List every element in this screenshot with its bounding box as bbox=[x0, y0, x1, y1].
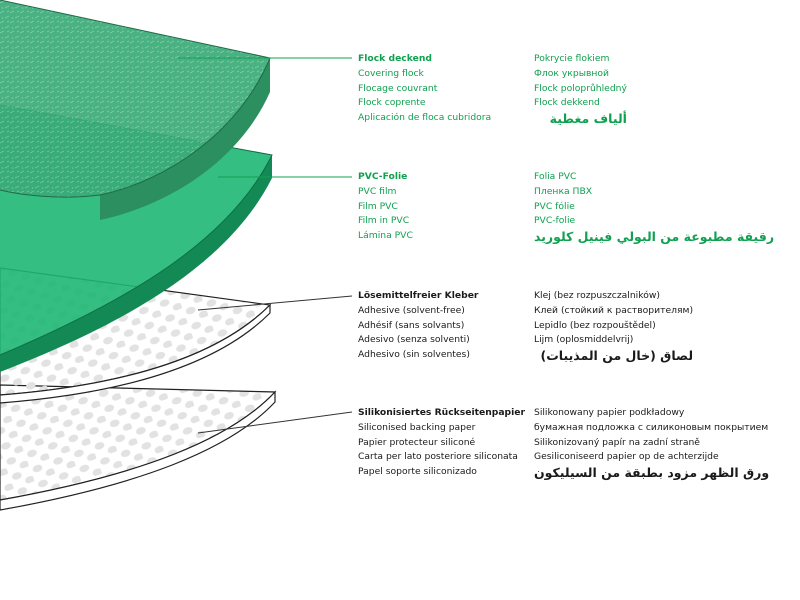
adhesive-label-ar: لصاق (خال من المذيبات) bbox=[540, 348, 694, 364]
adhesive-label-es: Adhesivo (sin solventes) bbox=[358, 349, 470, 361]
backing-label-it: Carta per lato posteriore siliconata bbox=[358, 451, 518, 463]
pvc-label-nl: PVC-folie bbox=[534, 215, 576, 227]
pvc-label-es: Lámina PVC bbox=[358, 230, 413, 242]
backing-labels-left: Silikonisiertes Rückseitenpapier Silicon… bbox=[358, 406, 525, 480]
adhesive-label-ru: Клей (стойкий к растворителям) bbox=[534, 304, 694, 316]
adhesive-labels-right: Klej (bez rozpuszczalników) Клей (стойки… bbox=[534, 289, 693, 364]
flock-labels-right: Pokrycie flokiem Флок укрывной Flock pol… bbox=[534, 52, 627, 127]
backing-label-de: Silikonisiertes Rückseitenpapier bbox=[358, 407, 526, 418]
flock-label-fr: Flocage couvrant bbox=[358, 82, 438, 94]
backing-paper-layer bbox=[0, 384, 277, 511]
adhesive-labels-left: Lösemittelfreier Kleber Adhesive (solven… bbox=[358, 289, 478, 363]
pvc-label-fr: Film PVC bbox=[358, 200, 398, 212]
pvc-labels-left: PVC-Folie PVC film Film PVC Film in PVC … bbox=[358, 170, 413, 244]
flock-labels-left: Flock deckend Covering flock Flocage cou… bbox=[358, 52, 491, 126]
adhesive-label-cs: Lepidlo (bez rozpouštědel) bbox=[534, 319, 656, 331]
pvc-label-ar: رقيقة مطبوعة من البولي فينيل كلوريد bbox=[534, 229, 775, 245]
pvc-label-en: PVC film bbox=[358, 185, 397, 197]
adhesive-label-pl: Klej (bez rozpuszczalników) bbox=[534, 290, 660, 301]
pvc-label-de: PVC-Folie bbox=[358, 171, 408, 182]
pvc-label-it: Film in PVC bbox=[358, 215, 410, 227]
backing-label-ru: бумажная подложка с силиконовым покрытие… bbox=[534, 421, 769, 433]
flock-label-pl: Pokrycie flokiem bbox=[534, 53, 610, 64]
adhesive-label-fr: Adhésif (sans solvants) bbox=[358, 319, 465, 331]
backing-label-nl: Gesiliconiseerd papier op de achterzijde bbox=[534, 451, 719, 463]
backing-leader-line bbox=[197, 411, 353, 434]
backing-labels-right: Silikonowany papier podkładowy бумажная … bbox=[534, 406, 769, 481]
flock-label-de: Flock deckend bbox=[358, 53, 432, 64]
adhesive-label-nl: Lijm (oplosmiddelvrij) bbox=[534, 334, 634, 346]
backing-label-pl: Silikonowany papier podkładowy bbox=[534, 407, 685, 418]
backing-label-ar: ورق الظهر مزود بطبقة من السيليكون bbox=[534, 465, 770, 481]
flock-label-es: Aplicación de floca cubridora bbox=[358, 112, 492, 124]
flock-label-cs: Flock poloprůhledný bbox=[534, 82, 627, 94]
flock-label-ar: ألياف مغطية bbox=[549, 111, 627, 127]
pvc-label-cs: PVC fólie bbox=[534, 200, 575, 212]
backing-label-cs: Silikonizovaný papír na zadní straně bbox=[534, 436, 700, 448]
backing-label-fr: Papier protecteur siliconé bbox=[358, 436, 476, 448]
pvc-labels-right: Folia PVC Пленка ПВХ PVC fólie PVC-folie… bbox=[534, 170, 774, 245]
backing-label-es: Papel soporte siliconizado bbox=[358, 466, 477, 478]
flock-layer bbox=[0, 0, 271, 220]
flock-label-nl: Flock dekkend bbox=[534, 97, 600, 109]
adhesive-label-de: Lösemittelfreier Kleber bbox=[358, 290, 479, 301]
flock-label-ru: Флок укрывной bbox=[534, 67, 609, 79]
adhesive-leader-line bbox=[197, 295, 353, 311]
backing-label-en: Siliconised backing paper bbox=[358, 421, 476, 433]
adhesive-label-it: Adesivo (senza solventi) bbox=[358, 334, 470, 346]
pvc-label-ru: Пленка ПВХ bbox=[534, 185, 593, 197]
flock-label-en: Covering flock bbox=[358, 67, 424, 79]
adhesive-label-en: Adhesive (solvent-free) bbox=[358, 304, 465, 316]
pvc-label-pl: Folia PVC bbox=[534, 171, 577, 182]
flock-label-it: Flock coprente bbox=[358, 97, 426, 109]
